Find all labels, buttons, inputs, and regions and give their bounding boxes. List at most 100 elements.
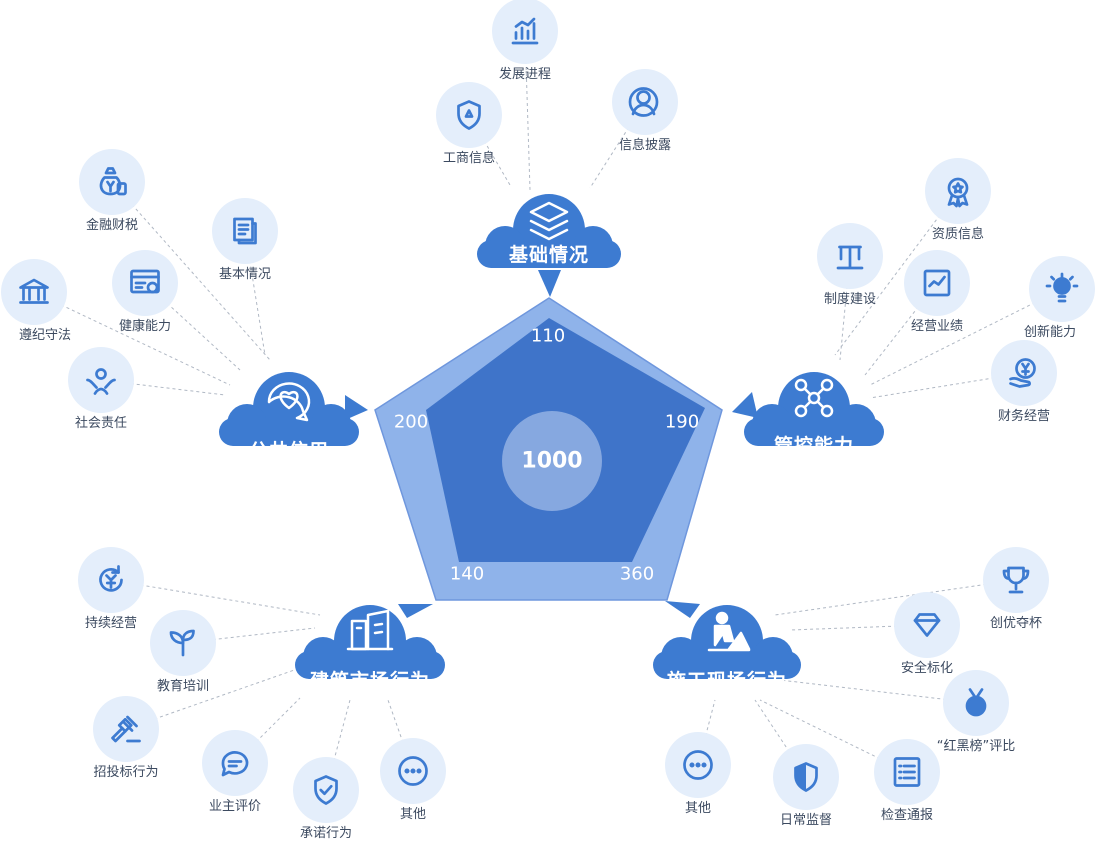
money-bag-icon bbox=[94, 164, 130, 200]
node-medal bbox=[943, 670, 1009, 736]
node-label: 社会责任 bbox=[74, 416, 128, 431]
node-label: 健康能力 bbox=[118, 319, 172, 334]
node-shield-split bbox=[773, 744, 839, 810]
node-label: 遵纪守法 bbox=[18, 328, 72, 343]
node-label: 其他 bbox=[399, 807, 427, 822]
hub-basic bbox=[477, 194, 621, 297]
node-shield-badge bbox=[436, 82, 502, 148]
radar-value-label: 190 bbox=[664, 411, 700, 433]
network-icon bbox=[794, 378, 834, 418]
connector-line bbox=[33, 291, 231, 386]
award-icon bbox=[940, 173, 976, 209]
connector-line bbox=[111, 181, 271, 361]
node-bar-chart bbox=[492, 0, 558, 64]
hub-label-control: 管控能力 bbox=[773, 435, 855, 457]
gavel-icon bbox=[108, 711, 144, 747]
node-yuan-cycle bbox=[78, 547, 144, 613]
connector-line bbox=[834, 190, 959, 356]
node-trophy bbox=[983, 547, 1049, 613]
node-label: 工商信息 bbox=[442, 151, 496, 166]
node-diamond bbox=[894, 592, 960, 658]
node-person bbox=[612, 69, 678, 135]
chart-board-icon bbox=[919, 265, 955, 301]
hub-label-site: 施工现场行为 bbox=[666, 670, 788, 692]
hub-site bbox=[653, 601, 801, 679]
more-icon bbox=[680, 747, 716, 783]
node-more bbox=[380, 738, 446, 804]
hands-icon bbox=[83, 362, 119, 398]
node-label: “红黑榜”评比 bbox=[936, 739, 1016, 754]
bank-icon bbox=[16, 274, 52, 310]
radar-value-label: 360 bbox=[619, 563, 655, 585]
hub-label-basic: 基础情况 bbox=[508, 244, 590, 266]
node-label: 承诺行为 bbox=[299, 826, 353, 841]
connector-line bbox=[789, 624, 928, 631]
bar-chart-icon bbox=[507, 13, 543, 49]
node-label: 安全标化 bbox=[900, 661, 954, 676]
node-chat bbox=[202, 730, 268, 796]
radar-value-label: 140 bbox=[449, 563, 485, 585]
shield-split-icon bbox=[788, 759, 824, 795]
node-shield-check bbox=[293, 757, 359, 823]
node-gavel bbox=[93, 696, 159, 762]
node-label: 创新能力 bbox=[1023, 325, 1077, 340]
structure-icon bbox=[832, 238, 868, 274]
yuan-cycle-icon bbox=[93, 562, 129, 598]
person-icon bbox=[627, 84, 663, 120]
node-label: 日常监督 bbox=[779, 813, 833, 828]
node-label: 资质信息 bbox=[931, 227, 985, 242]
layers-icon bbox=[529, 201, 569, 241]
construction-worker-icon bbox=[707, 611, 751, 652]
node-document bbox=[212, 198, 278, 264]
node-more bbox=[665, 732, 731, 798]
node-label: 信息披露 bbox=[618, 138, 672, 153]
node-checklist bbox=[874, 739, 940, 805]
connector-line bbox=[110, 579, 321, 616]
node-label: 发展进程 bbox=[498, 67, 552, 82]
node-structure bbox=[817, 223, 883, 289]
lightbulb-icon bbox=[1044, 271, 1080, 307]
connector-line bbox=[774, 579, 1017, 616]
node-lightbulb bbox=[1029, 256, 1095, 322]
shield-badge-icon bbox=[451, 97, 487, 133]
buildings-icon bbox=[346, 609, 394, 651]
node-label: 基本情况 bbox=[218, 267, 272, 282]
more-icon bbox=[395, 753, 431, 789]
node-label: 招投标行为 bbox=[93, 765, 159, 780]
node-card-gear bbox=[112, 250, 178, 316]
hub-credit bbox=[219, 372, 368, 446]
connector-line bbox=[182, 627, 316, 644]
hub-label-credit: 公共信用 bbox=[248, 440, 330, 462]
radar-pentagon bbox=[374, 297, 723, 601]
document-icon bbox=[227, 213, 263, 249]
connector-line bbox=[589, 101, 646, 189]
node-label: 检查通报 bbox=[880, 808, 934, 823]
shield-check-icon bbox=[308, 772, 344, 808]
hub-market bbox=[295, 604, 445, 679]
diamond-icon bbox=[909, 607, 945, 643]
node-label: 其他 bbox=[684, 801, 712, 816]
node-label: 财务经营 bbox=[997, 409, 1051, 424]
radar-total: 1000 bbox=[521, 448, 583, 474]
node-label: 经营业绩 bbox=[910, 319, 964, 334]
hub-label-market: 建筑市场行为 bbox=[309, 670, 431, 692]
connector-line bbox=[697, 699, 716, 766]
heart-chat-icon bbox=[267, 382, 311, 422]
node-label: 持续经营 bbox=[84, 616, 138, 631]
node-chart-board bbox=[904, 250, 970, 316]
sprout-icon bbox=[165, 625, 201, 661]
trophy-icon bbox=[998, 562, 1034, 598]
node-label: 金融财税 bbox=[85, 218, 139, 233]
hub-bubbles bbox=[219, 194, 884, 679]
node-money-bag bbox=[79, 149, 145, 215]
card-gear-icon bbox=[127, 265, 163, 301]
node-sprout bbox=[150, 610, 216, 676]
node-label: 制度建设 bbox=[823, 292, 877, 307]
radar-value-label: 200 bbox=[393, 411, 429, 433]
node-label: 业主评价 bbox=[208, 799, 262, 814]
radar-value-label: 110 bbox=[530, 325, 566, 347]
chat-icon bbox=[217, 745, 253, 781]
node-bank bbox=[1, 259, 67, 325]
